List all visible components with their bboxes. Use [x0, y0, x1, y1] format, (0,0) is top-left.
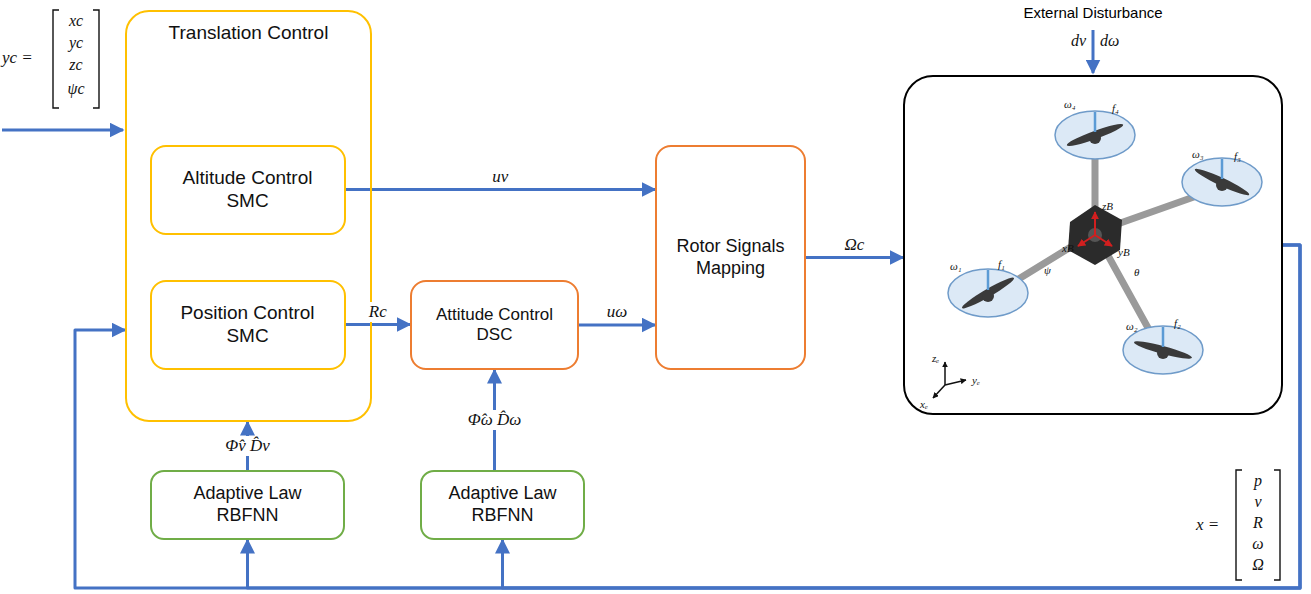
group-title: Translation Control — [169, 22, 329, 45]
controller-box: Position Control SMC — [150, 280, 346, 370]
group-box: Altitude Control SMC Position Control SMC… — [125, 10, 372, 422]
box-label: Rotor Signals Mapping — [666, 236, 796, 279]
signal-label: uω — [605, 302, 630, 322]
signal-label: Ωc — [843, 235, 867, 255]
illustration-label: f₁ — [998, 258, 1005, 271]
illustration-label: zₑ — [932, 352, 939, 365]
illustration-label: ψ — [1044, 264, 1051, 277]
signal-arrow — [248, 245, 1301, 588]
signal-arrow — [579, 324, 655, 327]
box-label: Adaptive Law RBFNN — [438, 483, 568, 526]
illustration-label: yₑ — [972, 374, 980, 387]
signal-label: Φ̂ω D̂ω — [466, 410, 523, 430]
signal-name: xc — [69, 12, 83, 30]
signal-label: uv — [490, 167, 510, 187]
input-arrow — [2, 129, 123, 132]
illustration-label: ω₁ — [950, 260, 962, 273]
signal-arrow — [346, 323, 411, 326]
matrix-bracket — [93, 10, 99, 108]
illustration-label: f₂ — [1174, 317, 1181, 330]
illustration-label: yB — [1118, 246, 1130, 259]
matrix-bracket — [1236, 470, 1242, 580]
quadrotor-illustration — [933, 111, 1262, 398]
box-label: Attitude Control DSC — [421, 305, 569, 346]
illustration-label: xB — [1062, 242, 1074, 255]
illustration-label: f₃ — [1234, 150, 1241, 163]
vector-name: x = — [1196, 515, 1219, 535]
illustration-label: ω₂ — [1126, 320, 1138, 333]
signal-name: Ω — [1252, 556, 1264, 574]
signal-name: R — [1253, 514, 1263, 532]
illustration-label: ω₃ — [1192, 148, 1204, 161]
matrix-bracket — [1274, 470, 1280, 580]
signal-arrow — [346, 188, 656, 191]
signal-arrow — [75, 245, 1300, 588]
signal-name: v — [1254, 493, 1261, 511]
signal-arrow — [503, 245, 1301, 588]
illustration-label: ω₄ — [1064, 98, 1076, 111]
mapping-box: Rotor Signals Mapping — [655, 145, 806, 370]
illustration-label: zB — [1102, 200, 1113, 213]
signal-label: Rc — [367, 302, 389, 322]
adaptive-law-box: Adaptive Law RBFNN — [150, 470, 345, 540]
signal-name: ψc — [67, 80, 84, 98]
illustration-label: θ — [1134, 266, 1139, 279]
controller-box: Altitude Control SMC — [150, 145, 346, 235]
signal-name: zc — [69, 56, 82, 74]
signal-arrow — [806, 256, 903, 259]
signal-name: ω — [1252, 535, 1263, 553]
disturbance-arrow — [1092, 30, 1095, 73]
plant-box: ω₄ f₄ ω₃ f₃ ω₁ f₁ ω₂ f₂ zB xB yB ψ θ zₑ yₑ xₑ — [903, 75, 1283, 415]
adaptive-law-box: Adaptive Law RBFNN — [420, 470, 585, 540]
controller-box: Attitude Control DSC — [410, 280, 579, 370]
box-label: Adaptive Law RBFNN — [183, 483, 313, 526]
box-label: Altitude Control SMC — [160, 167, 335, 213]
box-label: Position Control SMC — [160, 302, 335, 348]
disturbance-label: External Disturbance — [1023, 4, 1162, 21]
signal-name: yc — [69, 34, 83, 52]
signal-name: dω — [1100, 32, 1119, 50]
signal-name: p — [1254, 472, 1262, 490]
matrix-bracket — [53, 10, 59, 108]
signal-label: Φ̂v D̂v — [223, 436, 272, 456]
illustration-label: xₑ — [920, 398, 928, 411]
vector-name: yc = — [2, 48, 33, 68]
illustration-label: f₄ — [1112, 102, 1119, 115]
signal-name: dv — [1071, 32, 1086, 50]
